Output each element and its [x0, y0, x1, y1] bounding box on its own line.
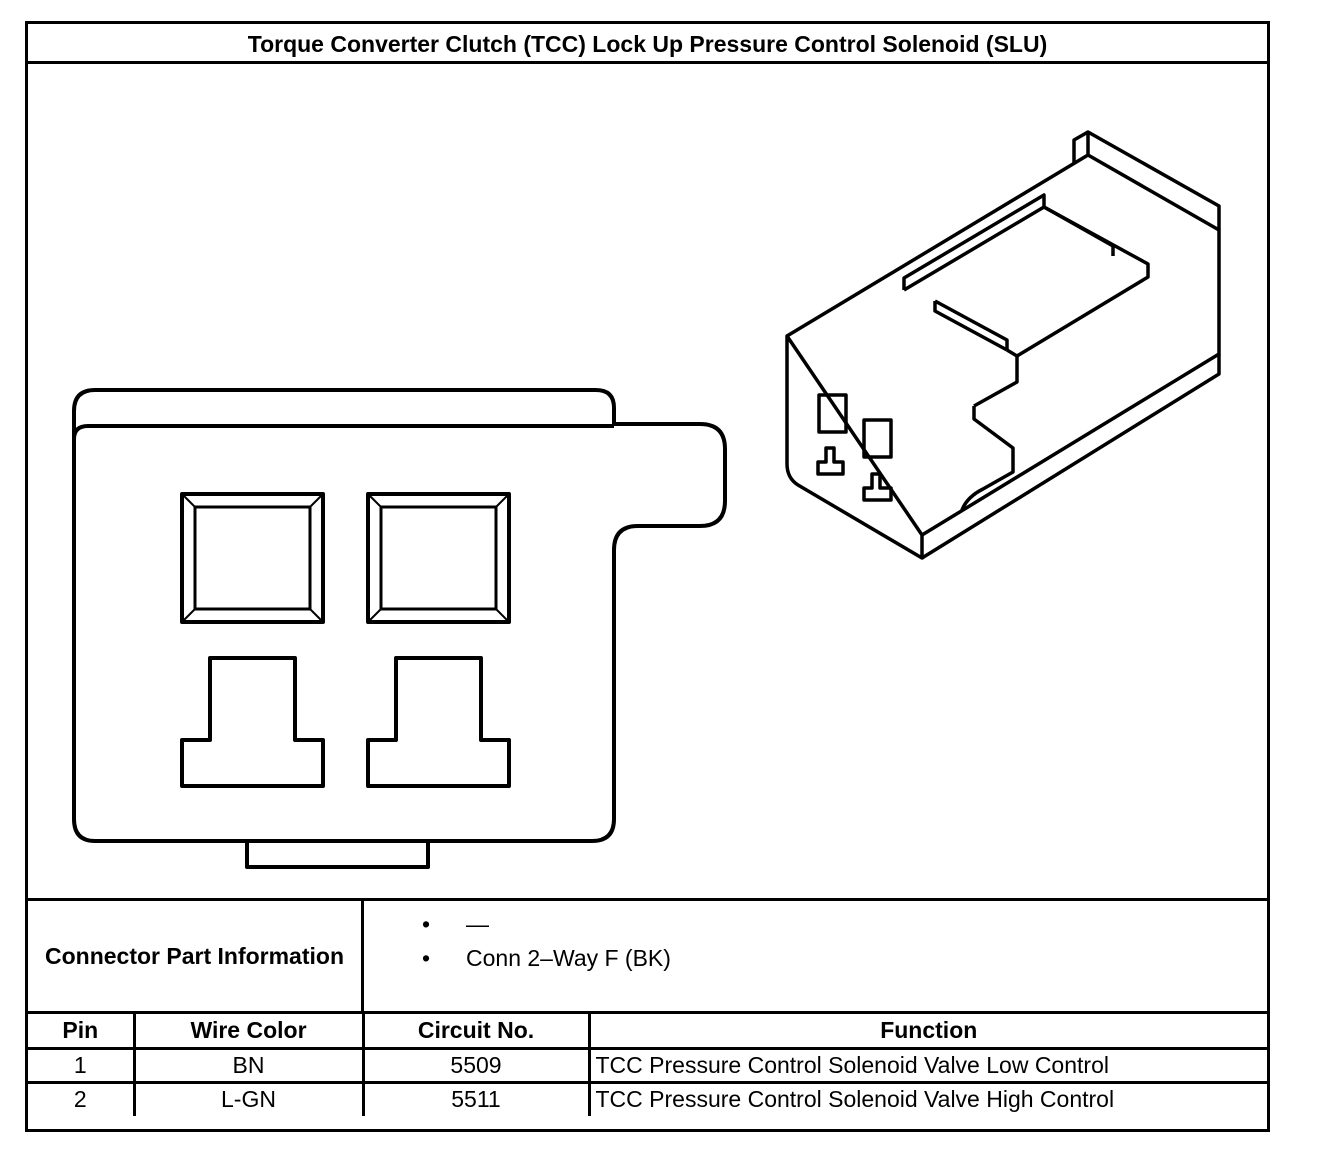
iso-front-face: [785, 334, 924, 560]
part-info-list: •— •Conn 2–Way F (BK): [364, 901, 1267, 1011]
wire-color-cell: L-GN: [132, 1080, 365, 1116]
terminal-lock-2: [366, 656, 511, 788]
part-info-item: • Conn 2–Way F (BK): [422, 945, 671, 972]
pin-table: Pin Wire Color Circuit No. Function 1 BN…: [28, 1014, 1267, 1116]
connector-top-rim: [72, 424, 614, 440]
part-info-label: Connector Part Information: [28, 901, 364, 1011]
connector-isometric-view: [785, 130, 1221, 560]
circuit-cell: 5509: [361, 1046, 591, 1084]
pin-table-header-row: Pin Wire Color Circuit No. Function: [28, 1014, 1267, 1050]
terminal-lock-1: [180, 656, 325, 788]
wire-color-cell: BN: [132, 1046, 365, 1084]
connector-drawing: [28, 64, 1267, 898]
bullet-icon: •: [422, 945, 431, 971]
header-pin: Pin: [28, 1014, 136, 1050]
pin-cell: 2: [28, 1080, 136, 1116]
circuit-cell: 5511: [361, 1080, 591, 1116]
function-cell: TCC Pressure Control Solenoid Valve High…: [587, 1080, 1267, 1116]
table-row: 2 L-GN 5511 TCC Pressure Control Solenoi…: [28, 1080, 1267, 1116]
connector-face-outline: [72, 388, 727, 843]
table-row: 1 BN 5509 TCC Pressure Control Solenoid …: [28, 1046, 1267, 1084]
connector-face-view: [72, 388, 727, 869]
part-info-item: •—: [422, 911, 489, 938]
pin-cavity-1: [180, 492, 325, 624]
connector-diagram-frame: Torque Converter Clutch (TCC) Lock Up Pr…: [25, 21, 1270, 1132]
bullet-icon: •: [422, 911, 431, 937]
part-info-item-text: —: [466, 911, 489, 937]
pin-cell: 1: [28, 1046, 136, 1084]
pin-cavity-2-inner: [379, 505, 498, 611]
connector-bottom-latch: [245, 839, 430, 869]
connector-illustration: [72, 130, 1221, 869]
part-info-item-text: Conn 2–Way F (BK): [466, 945, 671, 971]
header-wire-color: Wire Color: [132, 1014, 365, 1050]
connector-part-information: Connector Part Information •— •Conn 2–Wa…: [28, 898, 1267, 1014]
pin-cavity-1-inner: [193, 505, 312, 611]
function-cell: TCC Pressure Control Solenoid Valve Low …: [587, 1046, 1267, 1084]
header-function: Function: [587, 1014, 1267, 1050]
pin-cavity-2: [366, 492, 511, 624]
header-circuit-no: Circuit No.: [361, 1014, 591, 1050]
diagram-title: Torque Converter Clutch (TCC) Lock Up Pr…: [28, 24, 1267, 64]
